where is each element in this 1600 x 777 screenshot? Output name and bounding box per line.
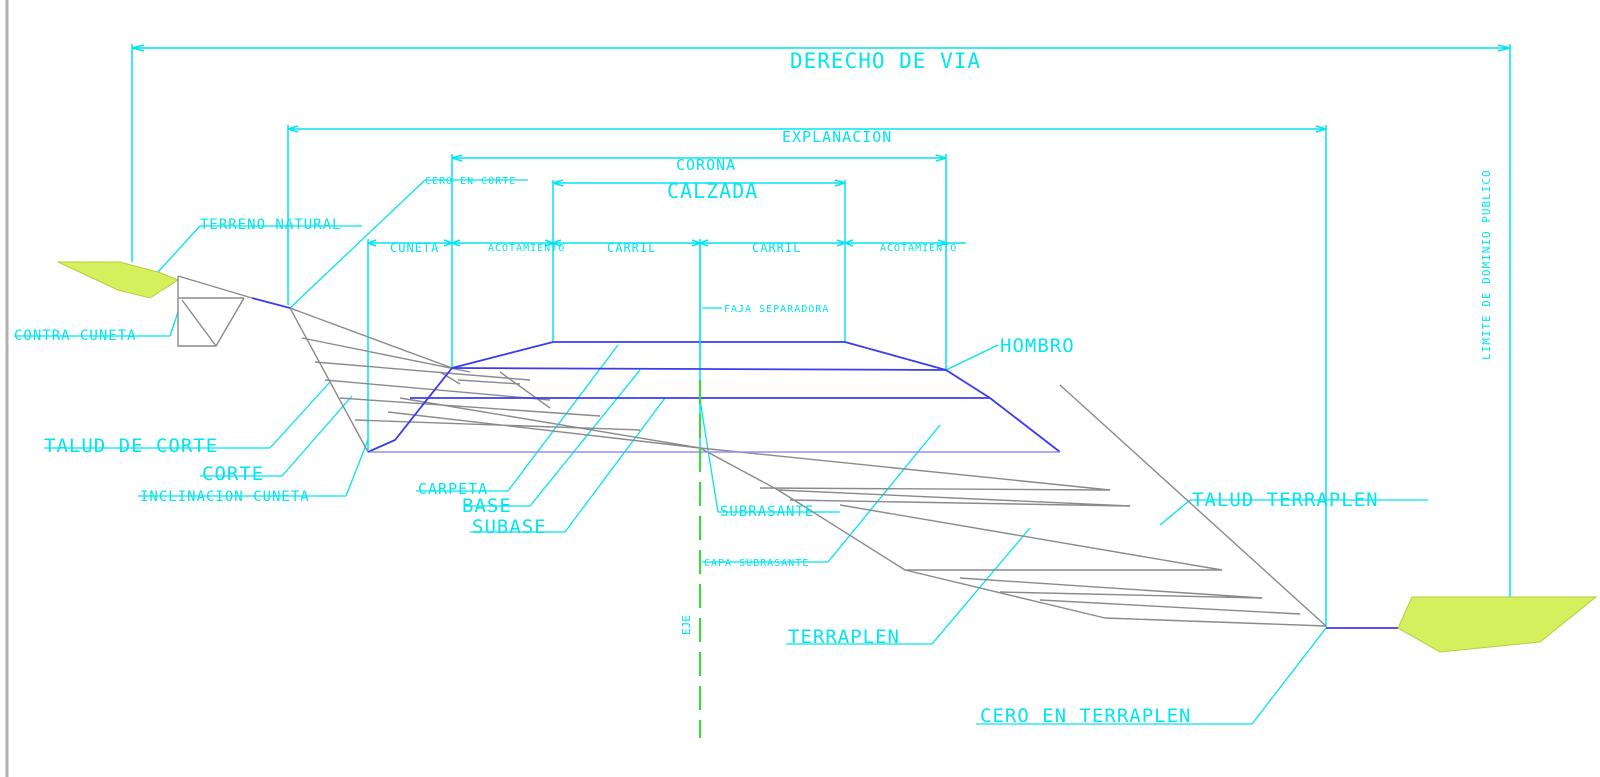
label-terraplen: TERRAPLEN <box>788 626 900 648</box>
label-corona: CORONA <box>676 156 736 174</box>
label-carril-right: CARRIL <box>752 241 801 255</box>
label-inclinacion-cuneta: INCLINACION CUNETA <box>140 489 310 505</box>
leader-lines <box>14 179 1428 725</box>
label-corte: CORTE <box>202 463 264 485</box>
dimension-lines <box>131 44 1511 627</box>
label-carpeta: CARPETA <box>418 480 488 498</box>
terrain-left <box>57 261 180 299</box>
label-eje: EJE <box>680 615 693 635</box>
label-talud-terraplen: TALUD TERRAPLEN <box>1192 489 1379 511</box>
label-hombro: HOMBRO <box>1000 335 1075 357</box>
label-subrasante: SUBRASANTE <box>720 504 814 520</box>
label-cero-en-corte: CERO EN CORTE <box>425 176 516 187</box>
label-cuneta: CUNETA <box>390 241 439 255</box>
pavement-structure <box>251 297 1398 629</box>
label-terreno-natural: TERRENO NATURAL <box>200 217 341 233</box>
label-base: BASE <box>462 495 512 517</box>
label-limite-dominio-publico: LIMITE DE DOMINIO PUBLICO <box>1480 169 1493 360</box>
label-acotamiento-right: ACOTAMIENTO <box>880 243 957 254</box>
label-subase: SUBASE <box>472 516 547 538</box>
terrain-right <box>1397 596 1598 653</box>
label-explanacion: EXPLANACION <box>782 128 892 146</box>
ground-profile <box>177 275 1327 627</box>
label-talud-de-corte: TALUD DE CORTE <box>44 435 218 457</box>
label-cero-en-terraplen: CERO EN TERRAPLEN <box>980 705 1191 727</box>
label-carril-left: CARRIL <box>607 241 656 255</box>
label-derecho-de-via: DERECHO DE VIA <box>790 49 981 73</box>
label-contra-cuneta: CONTRA CUNETA <box>14 328 137 344</box>
label-acotamiento-left: ACOTAMIENTO <box>488 243 565 254</box>
label-calzada: CALZADA <box>667 179 758 203</box>
label-capa-subrasante: CAPA SUBRASANTE <box>704 558 809 569</box>
label-faja-separadora: FAJA SEPARADORA <box>724 304 829 315</box>
